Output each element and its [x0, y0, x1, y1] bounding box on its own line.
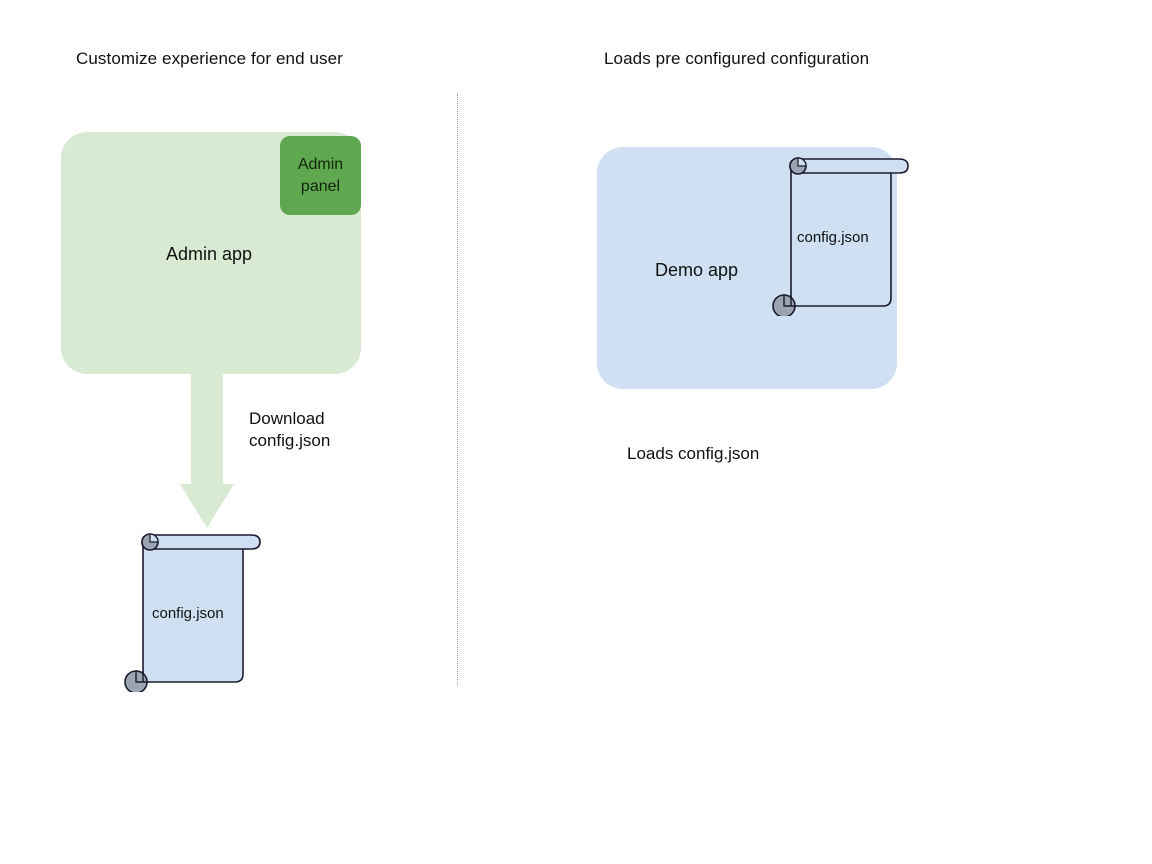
config-json-document-left[interactable]: [118, 526, 268, 692]
config-json-document-right[interactable]: [766, 150, 916, 316]
download-arrow-caption: Download config.json: [249, 408, 330, 452]
download-arrow-icon: [180, 370, 234, 528]
right-column-heading: Loads pre configured configuration: [604, 49, 870, 68]
admin-panel-label-line2: panel: [300, 177, 341, 195]
admin-app-label: Admin app: [166, 244, 253, 264]
left-column-heading: Customize experience for end user: [76, 49, 343, 68]
admin-panel-chip[interactable]: Admin panel: [280, 136, 361, 215]
config-json-label-right: config.json: [797, 229, 869, 246]
column-divider: [457, 94, 458, 686]
download-caption-line1: Download: [249, 409, 325, 428]
config-json-label-left: config.json: [152, 605, 224, 622]
demo-app-label: Demo app: [655, 260, 739, 280]
download-caption-line2: config.json: [249, 431, 331, 450]
admin-panel-label-line1: Admin: [297, 155, 344, 173]
loads-config-caption: Loads config.json: [627, 444, 760, 463]
